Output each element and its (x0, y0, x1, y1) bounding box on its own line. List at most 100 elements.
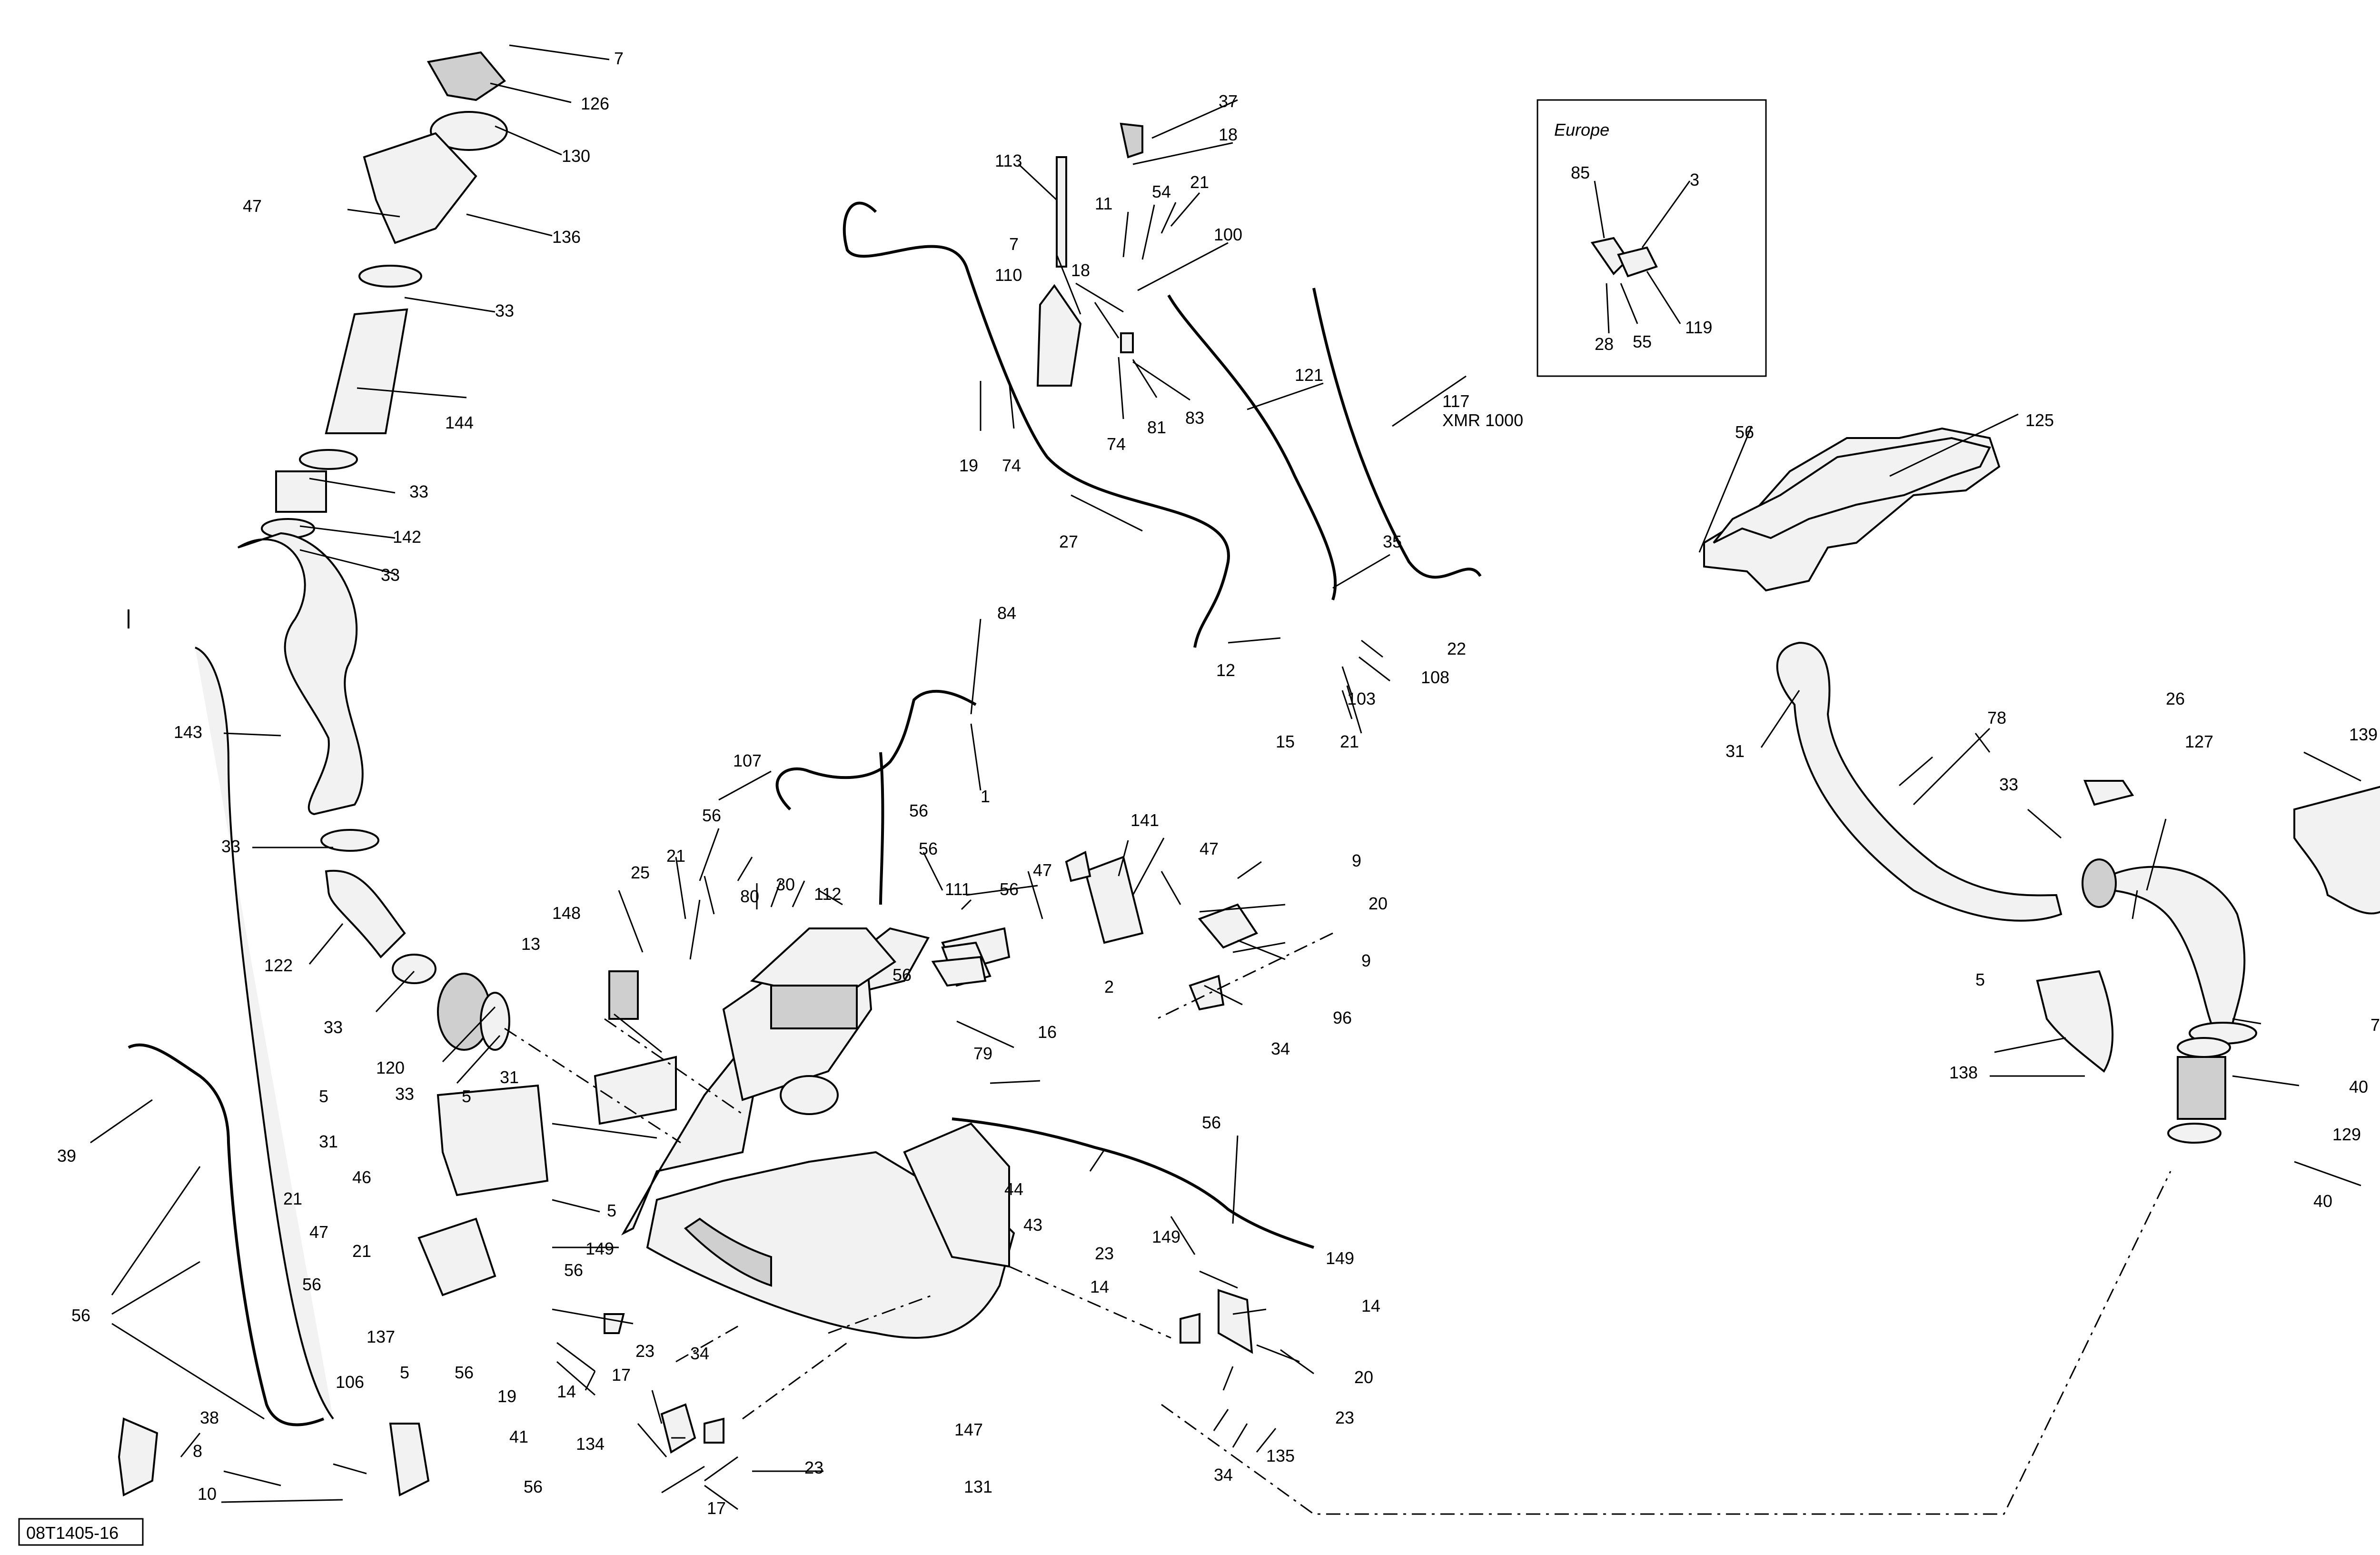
part-label: 5 (319, 1087, 328, 1106)
part-label: 34 (690, 1344, 709, 1363)
part-label: 40 (2349, 1077, 2368, 1096)
part-label: 9 (1361, 951, 1371, 970)
part-label: 14 (1090, 1277, 1109, 1296)
part-label: 77 (2370, 1015, 2380, 1035)
part-label: 14 (557, 1382, 576, 1401)
part-label: 8 (193, 1441, 202, 1461)
brackets-and-hardware (118, 609, 1314, 1497)
part-label: 122 (264, 956, 293, 975)
part-label: 34 (1214, 1465, 1233, 1485)
part-label: 129 (2332, 1125, 2361, 1144)
part-label: 84 (997, 603, 1016, 623)
part-label: 149 (585, 1239, 614, 1258)
part-label: 141 (1130, 810, 1159, 830)
inset-label: 85 (1571, 163, 1590, 182)
part-label: 38 (200, 1408, 219, 1427)
engine-assembly (594, 927, 1015, 1339)
reference-code-box: 08T1405-16 (18, 1518, 144, 1546)
part-label: 136 (552, 227, 581, 247)
part-label: 19 (497, 1386, 516, 1406)
part-label: 17 (612, 1365, 631, 1385)
part-label: 139 (2349, 725, 2378, 744)
part-label: 7 (1009, 234, 1019, 254)
part-label: 130 (562, 146, 590, 166)
part-label: 56 (71, 1306, 90, 1325)
inset-label: 119 (1685, 318, 1712, 337)
part-label: 54 (1152, 182, 1171, 201)
part-label: 39 (57, 1146, 76, 1166)
part-label: 110 (995, 265, 1022, 285)
part-label: 9 (1352, 851, 1361, 870)
part-label: 12 (1216, 660, 1235, 680)
part-label: 20 (1354, 1367, 1373, 1387)
part-label: 44 (1004, 1179, 1023, 1199)
part-label: 30 (776, 875, 795, 894)
heat-shield (1713, 437, 1991, 544)
part-label: 120 (376, 1058, 405, 1077)
part-label: 21 (1340, 732, 1359, 751)
part-label: 43 (1023, 1215, 1042, 1235)
part-label: 23 (804, 1458, 823, 1477)
part-label: 137 (367, 1327, 395, 1346)
part-label: 149 (1326, 1248, 1354, 1268)
part-label: 40 (2313, 1191, 2332, 1211)
part-label: 47 (243, 196, 262, 216)
part-label: 5 (607, 1201, 616, 1220)
reference-code: 08T1405-16 (26, 1523, 119, 1543)
part-label: 56 (564, 1260, 583, 1280)
part-label: 18 (1071, 260, 1090, 280)
part-label: 56 (302, 1275, 321, 1294)
guide-lines (504, 932, 2172, 1515)
part-label: 31 (319, 1132, 338, 1151)
air-intake-assembly (237, 51, 510, 1051)
part-label: 100 (1214, 225, 1242, 244)
part-label: 127 (2185, 732, 2213, 751)
part-label: 21 (666, 846, 685, 866)
part-label: 2 (1104, 977, 1114, 997)
part-label: 15 (1276, 732, 1295, 751)
throttle-and-oil-cables (843, 122, 1482, 648)
part-label: 106 (336, 1372, 364, 1392)
part-label: 83 (1185, 408, 1204, 428)
part-label: 144 (445, 413, 474, 432)
leader-lines (90, 44, 2361, 1510)
part-label: 23 (1335, 1408, 1354, 1427)
part-label: 1 (981, 787, 990, 806)
part-label: 125 (2025, 410, 2054, 430)
inset-label: 3 (1690, 170, 1699, 189)
part-label: 126 (581, 94, 609, 113)
part-label: 56 (909, 801, 928, 820)
part-label: 7 (614, 49, 624, 68)
part-label: 18 (1219, 125, 1238, 144)
part-label: 14 (1361, 1296, 1380, 1316)
part-label: 25 (631, 863, 650, 882)
part-label: 33 (495, 301, 514, 320)
part-label: 11 (1095, 194, 1112, 213)
part-label: 41 (509, 1427, 528, 1446)
inset-label: 28 (1595, 334, 1614, 354)
part-labels: 7 126 130 47 136 33 144 33 142 33 143 33… (57, 49, 2380, 1518)
part-label: 74 (1107, 434, 1126, 454)
part-label: 121 (1295, 365, 1323, 385)
part-label: 37 (1219, 91, 1238, 111)
part-label: 19 (959, 456, 978, 475)
part-label: 147 (954, 1420, 983, 1439)
part-label: 5 (1975, 970, 1985, 989)
part-label: 35 (1383, 532, 1402, 551)
part-label: 81 (1147, 418, 1166, 437)
inset-title: Europe (1554, 120, 1609, 140)
part-label: 148 (552, 903, 581, 923)
part-label: 33 (221, 837, 240, 856)
part-label: XMR 1000 (1442, 410, 1523, 430)
part-label: 56 (1735, 422, 1754, 442)
part-label: 78 (1987, 708, 2006, 728)
part-label: 5 (462, 1087, 471, 1106)
part-label: 21 (283, 1189, 302, 1208)
part-label: 21 (352, 1241, 371, 1261)
part-label: 56 (1202, 1113, 1221, 1132)
part-label: 34 (1271, 1039, 1290, 1058)
part-label: 5 (400, 1363, 409, 1382)
part-label: 135 (1266, 1446, 1295, 1465)
part-label: 23 (635, 1341, 654, 1361)
